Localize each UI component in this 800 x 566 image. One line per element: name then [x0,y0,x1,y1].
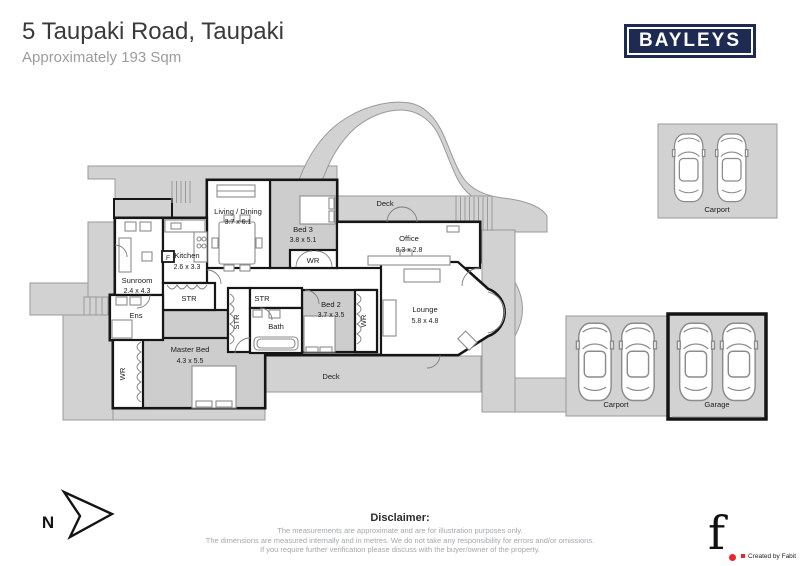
stair-lines [83,181,493,315]
bed2-bed [303,315,336,353]
fabit-credit-line: Created by Fabit [741,553,796,560]
living-dims: 3.7 x 6.1 [225,219,252,226]
wr-bed3-label: WR [307,256,320,265]
garage: Garage [666,312,768,421]
bayleys-logo: BAYLEYS [624,24,756,58]
deck-bottom-label: Deck [322,372,340,381]
fridge-box [161,250,175,263]
fridge-label: F [166,255,170,262]
carport-bottom: Carport [565,315,669,417]
office-dims: 8.3 x 2.8 [396,247,423,254]
kitchen-label: Kitchen [174,251,199,260]
disclaimer-block: Disclaimer: The measurements are approxi… [100,512,700,555]
sunroom-couch [118,237,132,273]
ens-label: Ens [129,311,142,320]
bath-sink [268,309,281,319]
lounge-sofa [403,268,441,283]
fabit-credit: f Created by Fabit [698,506,798,564]
bed2-dims: 3.7 x 3.5 [318,312,345,319]
dining-table [218,221,256,265]
wr-bed2-label: WR [359,314,368,327]
living-label: Living / Dining [214,207,262,216]
carport-top-label: Carport [704,205,730,214]
fabit-logo-f: f [708,506,726,560]
lounge-dims: 5.8 x 4.8 [412,318,439,325]
kitchen-dims: 2.6 x 3.3 [174,264,201,271]
room-wr-master [111,336,145,410]
page-title: 5 Taupaki Road, Taupaki [22,18,284,45]
bed3-dims: 3.8 x 5.1 [290,237,317,244]
deck-top-label: Deck [376,199,394,208]
porch-room [113,198,173,219]
north-label: N [42,513,54,532]
furniture [111,184,478,409]
north-arrow-shape [60,489,115,540]
str2-label: STR [232,314,241,330]
str1-label: STR [181,294,197,303]
bath-label: Bath [268,322,284,331]
lounge-label: Lounge [412,305,437,314]
carport-top-right: Carport [657,123,778,219]
disclaimer-line-1: The measurements are approximate and are… [277,526,523,535]
page-subtitle: Approximately 193 Sqm [22,49,182,66]
garage-label: Garage [704,400,729,409]
carport-bottom-label: Carport [603,400,629,409]
str3-label: STR [254,294,270,303]
shower [111,319,133,339]
master-dims: 4.3 x 5.5 [177,358,204,365]
doors-and-hangers [114,206,481,403]
wr-master-label: WR [118,367,127,380]
bay-window [487,291,505,334]
office-desk [367,255,451,266]
bed3-label: Bed 3 [293,225,313,234]
master-label: Master Bed [171,345,210,354]
fabit-red-square [741,554,745,558]
disclaimer-line-2: The dimensions are measured internally a… [205,535,595,545]
sunroom-dims: 2.4 x 4.3 [124,288,151,295]
ens-sink [115,296,128,306]
fabit-logo-dot [729,554,736,561]
room-labels: Living / Dining 3.7 x 6.1 Bed 3 3.8 x 5.… [118,199,439,381]
bed2-label: Bed 2 [321,300,341,309]
fireplace [457,330,478,351]
bayleys-logo-border: BAYLEYS [627,27,753,55]
office-label: Office [399,234,419,243]
north-arrow: N [42,489,115,540]
fabit-credit-text: Created by Fabit [748,553,797,560]
bayleys-logo-text: BAYLEYS [639,30,741,51]
disclaimer-line-3: If you require further verification plea… [259,545,540,554]
toilet [252,309,263,318]
disclaimer-title: Disclaimer: [370,512,430,524]
sunroom-label: Sunroom [122,276,153,285]
